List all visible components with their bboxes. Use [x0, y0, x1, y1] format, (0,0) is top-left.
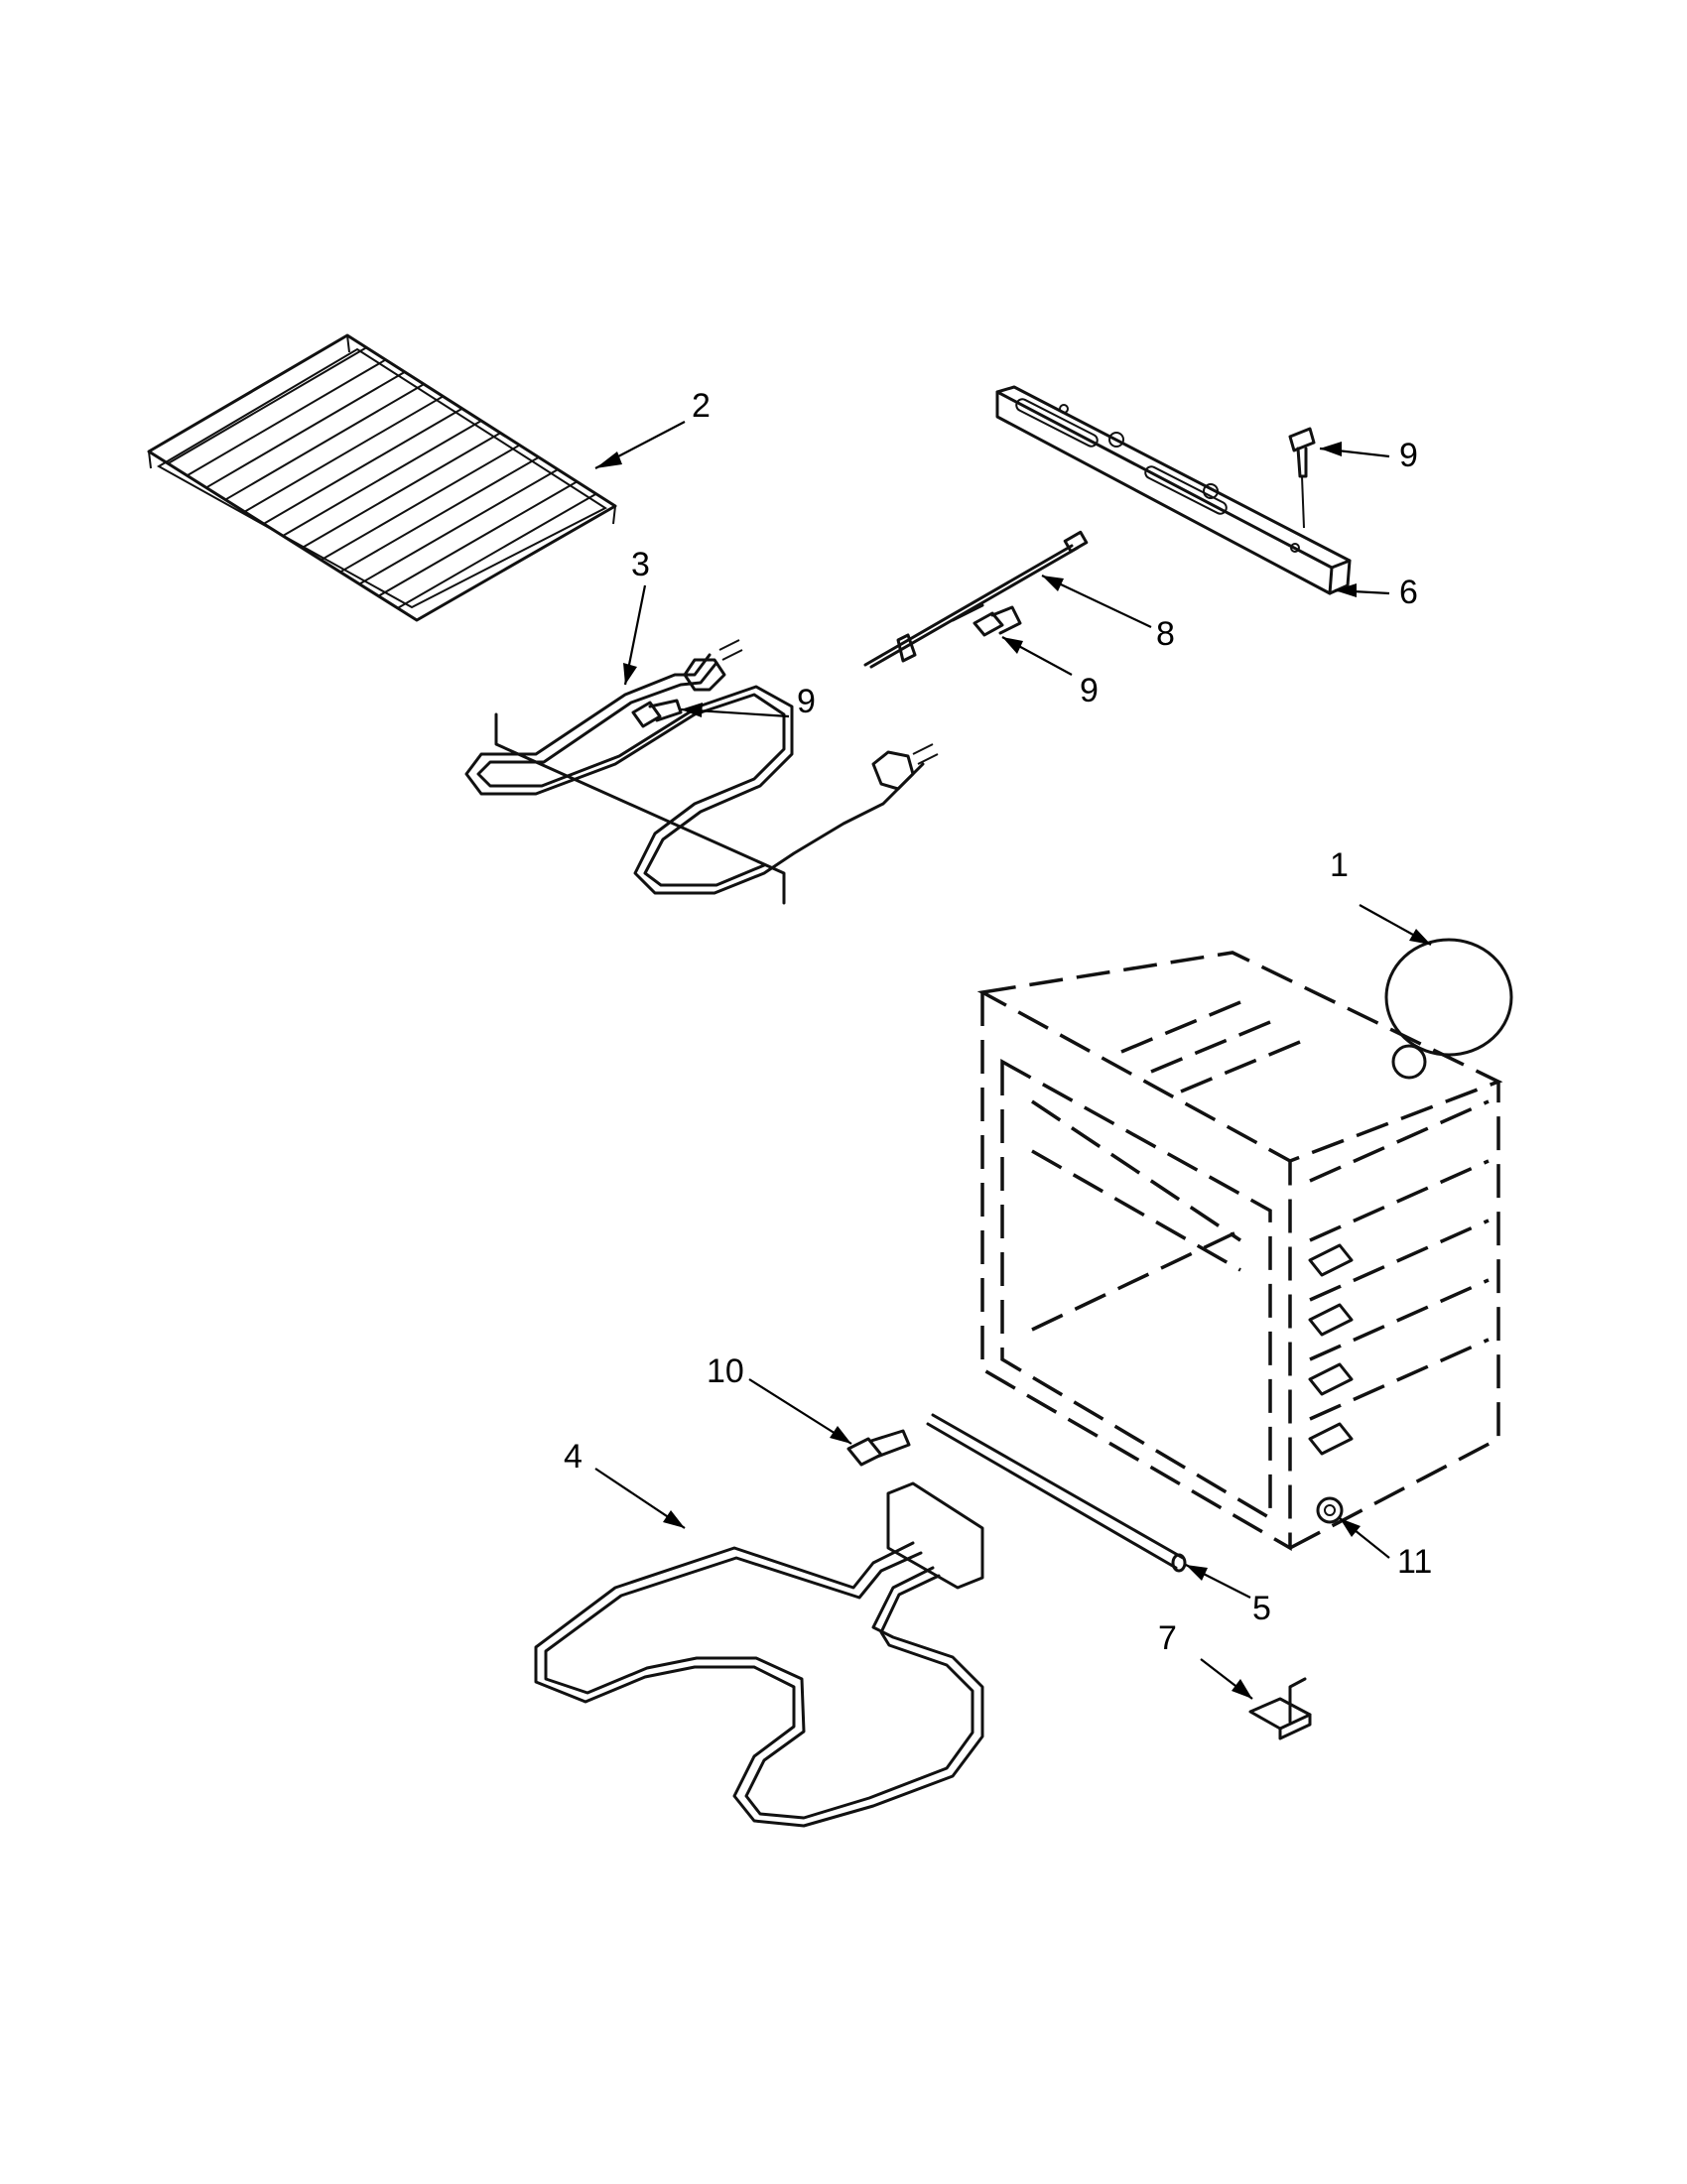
screw-top: [1288, 427, 1316, 529]
bake-element: [534, 1481, 984, 1828]
callout-4: 4: [564, 1438, 583, 1476]
callout-7: 7: [1158, 1619, 1177, 1657]
rack-wire: [224, 383, 425, 501]
grommet: [1316, 1496, 1344, 1524]
screw-bake: [846, 1429, 911, 1467]
rack-wire: [243, 395, 444, 513]
rack-wire: [377, 480, 578, 597]
screw-sensor: [973, 605, 1022, 637]
callout-5: 5: [1252, 1590, 1271, 1627]
callout-3: 3: [631, 546, 650, 583]
bracket-clip: [1248, 1677, 1312, 1740]
callout-10: 10: [707, 1352, 744, 1390]
callout-6: 6: [1399, 574, 1418, 611]
oven-rack: [147, 333, 617, 622]
rack-wire: [263, 407, 463, 525]
callout-1: 1: [1330, 846, 1349, 884]
rack-wire: [282, 420, 482, 537]
rack-wire: [301, 432, 501, 550]
leader-lines: [594, 421, 1432, 1700]
callout-2: 2: [692, 387, 711, 425]
rack-wire: [205, 370, 406, 489]
mounting-bracket: [995, 385, 1352, 595]
callout-8: 8: [1156, 615, 1175, 653]
callout-9-broil: 9: [797, 683, 816, 720]
callout-labels: 2 3 9 6 8 9 9 1 10 4 5 7 11: [564, 387, 1432, 1657]
callout-9-top: 9: [1399, 437, 1418, 474]
gasket: [1384, 938, 1513, 1057]
oven-cavity: [976, 951, 1503, 1552]
callout-11: 11: [1397, 1543, 1432, 1581]
rack-wire: [167, 346, 367, 465]
rack-wire: [358, 468, 559, 585]
sensor-rod: [926, 1413, 1187, 1573]
rack-wire: [397, 492, 597, 609]
screw-broil: [631, 699, 683, 728]
broil-element: [464, 639, 939, 905]
temperature-sensor: [863, 530, 1089, 669]
rack-wire: [339, 455, 540, 574]
rack-wire: [187, 358, 387, 477]
rack-wire: [321, 444, 521, 562]
callout-9-sensor: 9: [1080, 672, 1099, 709]
